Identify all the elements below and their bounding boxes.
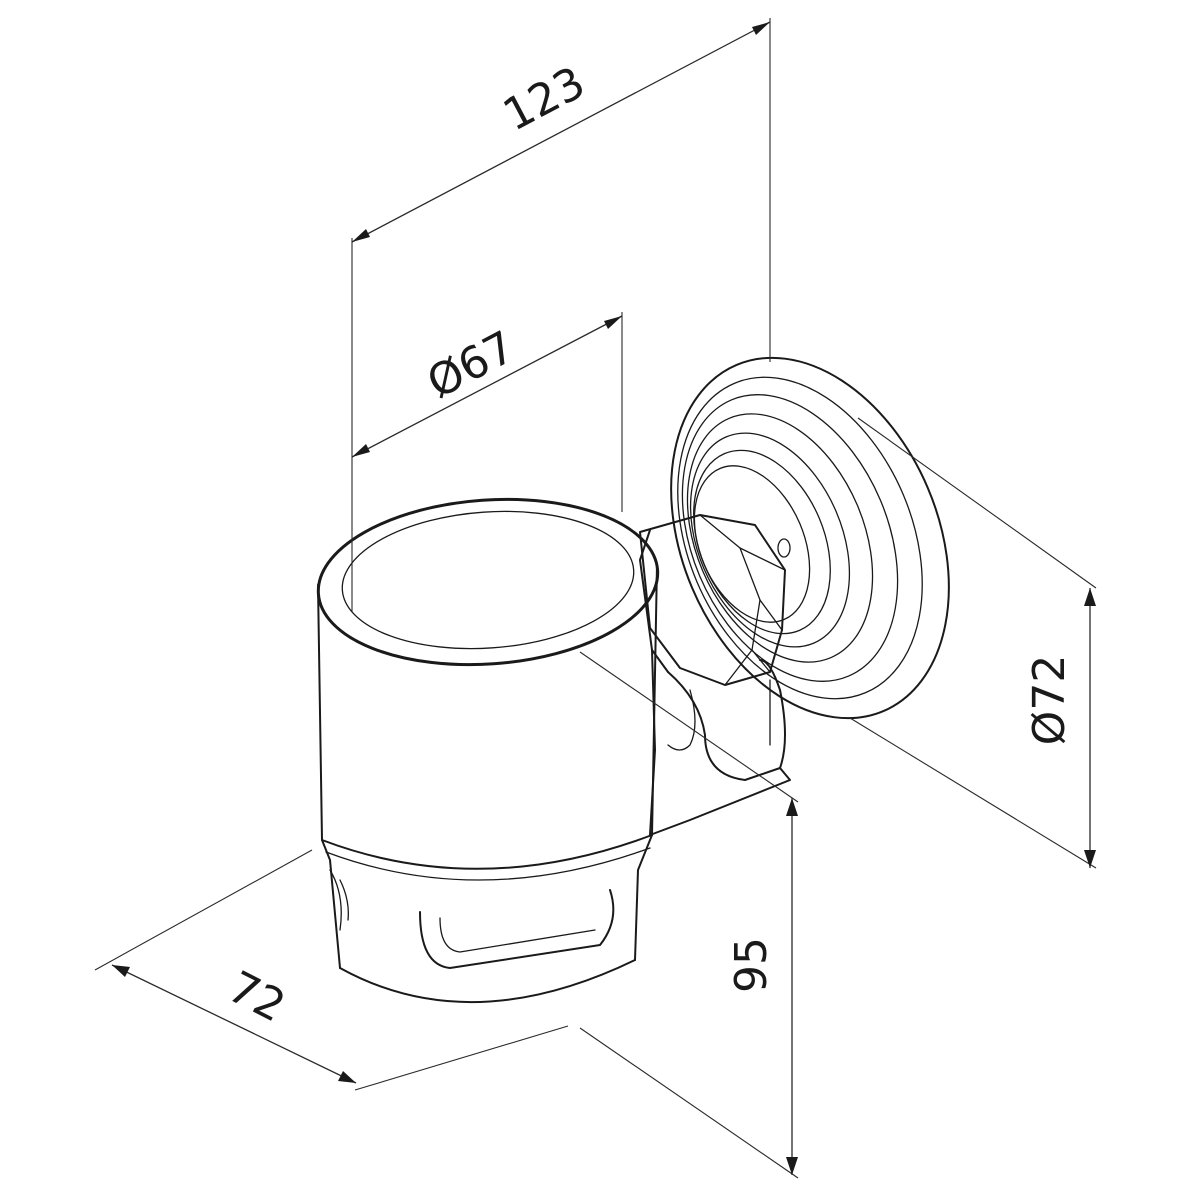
- overall-length-label: 123: [495, 57, 593, 141]
- dimension-cup-diameter: Ø67: [351, 312, 623, 512]
- dimension-height: 95: [579, 651, 799, 1179]
- cup-holder-outline: [316, 356, 950, 1003]
- cup: [316, 497, 660, 1003]
- wall-rosette: [670, 356, 950, 720]
- hex-nut: [639, 514, 791, 686]
- base-diameter-label: Ø72: [1024, 655, 1075, 746]
- connector-arm: [639, 529, 791, 836]
- cup-diameter-label: Ø67: [419, 321, 523, 408]
- height-label: 95: [726, 937, 777, 993]
- dimension-overall-length: 123: [351, 18, 771, 612]
- dimension-base-diameter: Ø72: [849, 417, 1097, 869]
